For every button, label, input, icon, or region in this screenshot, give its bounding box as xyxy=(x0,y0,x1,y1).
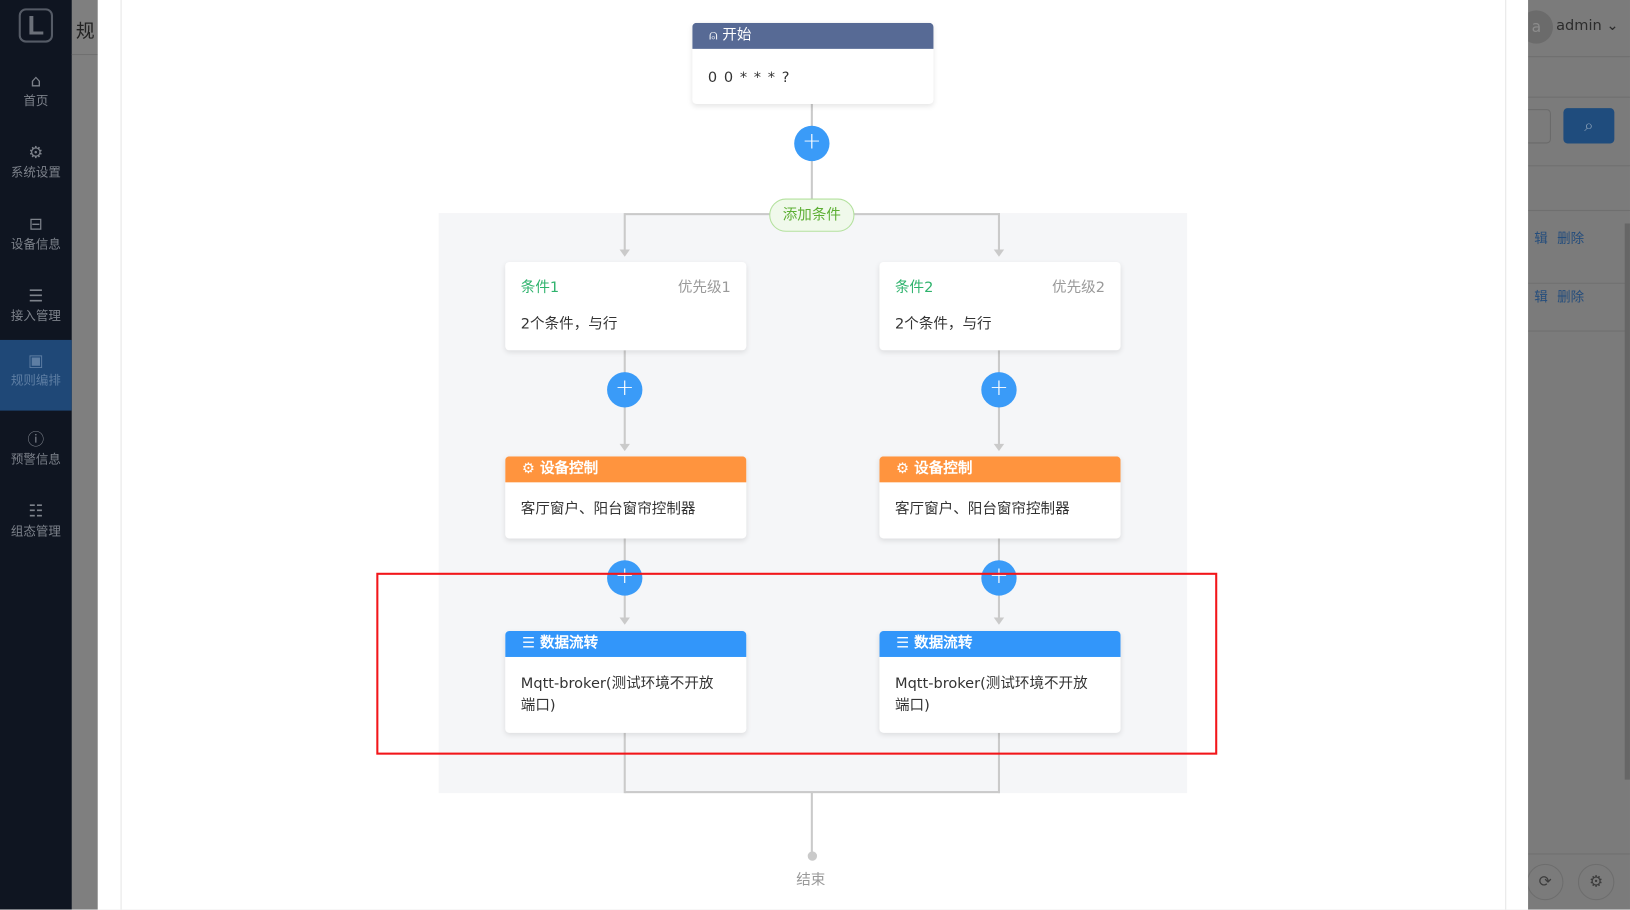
sidebar-item-label: 预警信息 xyxy=(10,452,61,467)
sidebar-item[interactable]: ⊟ 设备信息 xyxy=(0,204,72,275)
settings-button[interactable]: ⚙ xyxy=(1577,863,1615,901)
end-dot xyxy=(807,851,818,861)
cron-expression: 0 0 * * * ? xyxy=(707,69,791,87)
condition-priority: 优先级1 xyxy=(677,279,731,297)
node-body: Mqtt-broker(测试环境不开放端口) xyxy=(520,675,714,715)
condition-node[interactable]: 条件1 优先级1 2个条件，与行 xyxy=(505,261,747,351)
scrollbar[interactable] xyxy=(1624,223,1630,780)
node-title: 设备控制 xyxy=(539,460,599,478)
condition-node[interactable]: 条件2 优先级2 2个条件，与行 xyxy=(879,261,1121,351)
divider xyxy=(120,0,122,910)
sidebar-item-label: 设备信息 xyxy=(10,237,61,252)
connector xyxy=(623,732,626,794)
condition-priority: 优先级2 xyxy=(1052,279,1105,297)
node-title: 数据流转 xyxy=(539,635,599,652)
divider xyxy=(1528,853,1630,855)
gear-icon: ⚙ xyxy=(28,142,44,163)
search-button[interactable]: ⌕ xyxy=(1563,108,1615,144)
edit-link[interactable]: 辑 xyxy=(1534,290,1548,306)
start-node-title: 开始 xyxy=(722,27,752,44)
device-control-node[interactable]: ⚙ 设备控制 客厅窗户、阳台窗帘控制器 xyxy=(879,456,1121,539)
connector xyxy=(810,792,813,855)
delete-link[interactable]: 删除 xyxy=(1557,231,1585,248)
arrow-icon xyxy=(993,443,1005,452)
end-label: 结束 xyxy=(796,872,826,889)
node-title: 数据流转 xyxy=(914,635,973,652)
arrow-icon xyxy=(619,617,630,625)
layers-icon: ☷ xyxy=(28,501,44,521)
sidebar-item-label: 接入管理 xyxy=(10,308,61,324)
sidebar: L ⌂ 首页 ⚙ 系统设置 ⊟ 设备信息 ☰ 接入管理 ▣ 规则编排 ⓘ 预警信息 ☷ 组态管理 xyxy=(0,0,72,910)
divider xyxy=(1505,0,1507,910)
arrow-icon xyxy=(993,617,1005,625)
add-node-button[interactable]: + xyxy=(607,560,643,596)
gear-icon: ⚙ xyxy=(1589,872,1604,891)
sidebar-item[interactable]: ▣ 规则编排 xyxy=(0,339,72,411)
sidebar-item[interactable]: ☷ 组态管理 xyxy=(0,491,72,562)
divider xyxy=(71,54,98,56)
add-node-button[interactable]: + xyxy=(981,560,1017,596)
delete-link[interactable]: 删除 xyxy=(1557,290,1585,306)
sidebar-item[interactable]: ⌂ 首页 xyxy=(0,60,72,131)
home-icon: ⌂ xyxy=(30,70,42,91)
node-body: 客厅窗户、阳台窗帘控制器 xyxy=(895,501,1070,518)
page-title: 规 xyxy=(75,20,95,43)
user-menu[interactable]: admin ⌄ xyxy=(1556,18,1618,35)
sidebar-item[interactable]: ⚙ 系统设置 xyxy=(0,132,72,203)
divider xyxy=(1528,165,1630,167)
alert-icon: ⓘ xyxy=(27,429,45,450)
sidebar-item-label: 系统设置 xyxy=(10,165,61,180)
app-logo: L xyxy=(18,8,54,43)
divider xyxy=(1528,56,1630,58)
username: admin xyxy=(1556,17,1602,35)
connector xyxy=(997,213,1000,253)
divider xyxy=(1528,209,1630,212)
arrow-icon xyxy=(619,249,630,257)
list-icon: ☰ xyxy=(896,635,915,652)
condition-summary: 2个条件，与行 xyxy=(520,316,618,333)
highlight-box xyxy=(376,572,1218,755)
start-node[interactable]: ⍝ 开始 0 0 * * * ? xyxy=(692,22,934,104)
sidebar-item-label: 规则编排 xyxy=(10,373,61,388)
condition-name: 条件1 xyxy=(520,279,560,297)
add-node-button[interactable]: + xyxy=(607,372,643,408)
node-title: 设备控制 xyxy=(914,460,973,478)
divider xyxy=(1528,96,1630,98)
gear-icon: ⚙ xyxy=(896,460,915,478)
gear-icon: ⚙ xyxy=(521,460,540,478)
sidebar-item-label: 组态管理 xyxy=(10,523,61,539)
refresh-icon: ⟳ xyxy=(1538,872,1552,891)
condition-name: 条件2 xyxy=(895,279,934,297)
sidebar-item[interactable]: ☰ 接入管理 xyxy=(0,275,72,346)
background-content xyxy=(1528,0,1630,910)
add-node-button[interactable]: + xyxy=(981,372,1017,408)
rule-icon: ▣ xyxy=(28,350,44,371)
data-forward-node[interactable]: ☰ 数据流转 Mqtt-broker(测试环境不开放端口) xyxy=(505,630,747,733)
arrow-icon xyxy=(993,249,1005,257)
sidebar-item-label: 首页 xyxy=(23,93,49,109)
divider xyxy=(1528,330,1630,332)
refresh-button[interactable]: ⟳ xyxy=(1527,863,1564,901)
search-icon: ⌕ xyxy=(1584,115,1594,136)
node-body: 客厅窗户、阳台窗帘控制器 xyxy=(520,501,696,518)
data-forward-node[interactable]: ☰ 数据流转 Mqtt-broker(测试环境不开放端口) xyxy=(879,630,1121,733)
add-condition-button[interactable]: 添加条件 xyxy=(769,198,855,232)
chevron-down-icon: ⌄ xyxy=(1606,17,1619,35)
inbox-icon: ⊟ xyxy=(28,214,43,234)
divider xyxy=(1528,282,1630,284)
add-node-button[interactable]: + xyxy=(794,125,830,162)
list-icon: ☰ xyxy=(521,635,540,652)
condition-summary: 2个条件，与行 xyxy=(895,316,992,333)
device-control-node[interactable]: ⚙ 设备控制 客厅窗户、阳台窗帘控制器 xyxy=(505,456,747,539)
connector xyxy=(997,732,1000,794)
user-icon: ⍝ xyxy=(708,27,723,44)
edit-link[interactable]: 辑 xyxy=(1534,231,1548,248)
node-body: Mqtt-broker(测试环境不开放端口) xyxy=(895,675,1088,715)
list-icon: ☰ xyxy=(28,285,44,306)
arrow-icon xyxy=(619,443,630,452)
connector xyxy=(623,213,626,253)
sidebar-item[interactable]: ⓘ 预警信息 xyxy=(0,419,72,490)
